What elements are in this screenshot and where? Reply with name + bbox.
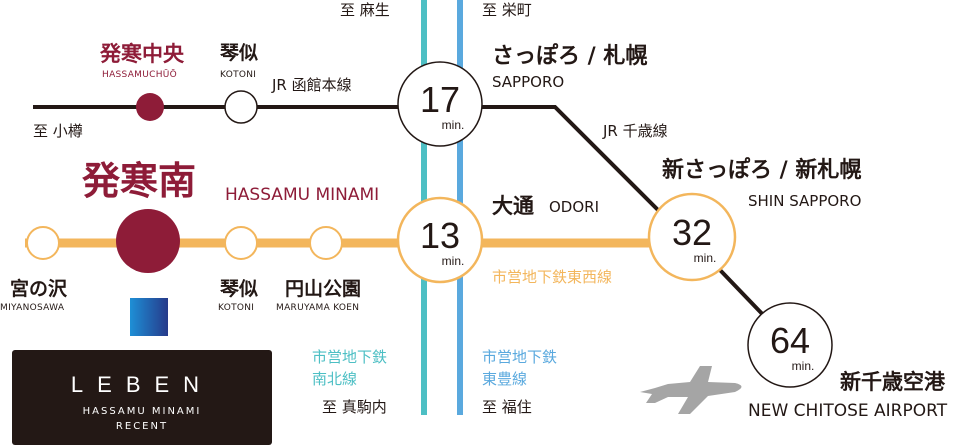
odori-time-circle xyxy=(396,196,484,284)
line-jr-chitose-label: JR 千歳線 xyxy=(603,122,668,140)
station-hassamuchuo-name: 発寒中央 xyxy=(100,42,184,66)
line-tozai-label: 市営地下鉄東西線 xyxy=(492,268,613,286)
time-value: 17 xyxy=(419,79,461,120)
station-hassamuchuo-marker xyxy=(136,93,164,121)
shin-sapporo-time-circle xyxy=(647,192,737,282)
station-kotoni-jr-en: KOTONI xyxy=(220,70,257,80)
time-value: 64 xyxy=(769,320,811,361)
logo-line1: HASSAMU MINAMI xyxy=(82,406,202,417)
station-hassamu-minami-en: HASSAMU MINAMI xyxy=(225,185,380,205)
station-miyanosawa-marker xyxy=(26,226,60,260)
station-hassamuchuo-en: HASSAMUCHŪŌ xyxy=(102,70,178,80)
time-value: 32 xyxy=(671,212,713,253)
direction-fukuzumi: 至 福住 xyxy=(482,398,532,416)
time-unit: min. xyxy=(791,359,815,373)
line-namboku-label-1: 市営地下鉄 xyxy=(312,348,388,366)
line-namboku-label-2: 南北線 xyxy=(312,370,358,388)
station-new-chitose-name: 新千歳空港 xyxy=(840,370,945,394)
airport-time-circle xyxy=(747,302,833,388)
brand-gradient-square xyxy=(130,298,168,336)
station-miyanosawa-name: 宮の沢 xyxy=(10,278,68,300)
station-hassamu-minami-marker xyxy=(116,209,180,273)
line-jr-hakodate-label: JR 函館本線 xyxy=(272,76,352,94)
logo-line2: RECENT xyxy=(115,421,169,432)
station-odori-en: ODORI xyxy=(549,198,600,216)
station-kotoni-jr-name: 琴似 xyxy=(220,42,259,64)
station-maruyama-name: 円山公園 xyxy=(285,278,362,300)
station-shin-sapporo-en: SHIN SAPPORO xyxy=(748,192,862,210)
station-kotoni-jr-marker xyxy=(224,90,258,124)
leben-logo: LEBEN HASSAMU MINAMI RECENT xyxy=(12,350,272,445)
time-unit: min. xyxy=(441,118,465,132)
station-maruyama-marker xyxy=(309,226,343,260)
sapporo-time-circle xyxy=(397,61,483,147)
line-toho-label-2: 東豊線 xyxy=(482,370,528,388)
station-sapporo-name: さっぽろ / 札幌 xyxy=(492,44,648,69)
direction-asabu: 至 麻生 xyxy=(340,1,390,19)
station-maruyama-en: MARUYAMA KOEN xyxy=(276,303,360,313)
logo-wordmark: LEBEN xyxy=(70,372,214,397)
station-hassamu-minami-name: 発寒南 xyxy=(82,159,197,203)
jr-line xyxy=(33,105,667,219)
airplane-icon xyxy=(640,366,742,414)
direction-sakaemachi: 至 栄町 xyxy=(482,1,532,19)
direction-otaru: 至 小樽 xyxy=(33,122,83,140)
station-kotoni-en: KOTONI xyxy=(218,303,255,313)
station-kotoni-name: 琴似 xyxy=(220,278,259,300)
station-kotoni-marker xyxy=(224,226,258,260)
time-value: 13 xyxy=(419,215,461,256)
time-unit: min. xyxy=(693,251,717,265)
station-shin-sapporo-name: 新さっぽろ / 新札幌 xyxy=(662,158,862,183)
line-toho-label-1: 市営地下鉄 xyxy=(482,348,558,366)
time-unit: min. xyxy=(441,254,465,268)
station-odori-name: 大通 xyxy=(492,194,534,218)
station-new-chitose-en: NEW CHITOSE AIRPORT xyxy=(748,401,948,421)
station-miyanosawa-en: MIYANOSAWA xyxy=(0,303,65,313)
direction-makomanai: 至 真駒内 xyxy=(322,398,387,416)
station-sapporo-en: SAPPORO xyxy=(492,73,565,91)
